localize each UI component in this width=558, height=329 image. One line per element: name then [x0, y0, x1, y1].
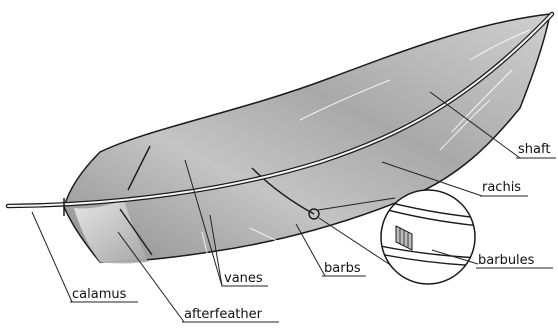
feather-vane-shape [64, 14, 550, 262]
label-barbs-text: barbs [324, 261, 361, 276]
label-calamus-text: calamus [72, 287, 127, 302]
label-vanes-text: vanes [224, 271, 263, 286]
label-rachis-text: rachis [482, 180, 521, 195]
label-barbules-text: barbules [478, 253, 535, 268]
label-afterfeather-text: afterfeather [184, 307, 263, 322]
barbules-inset [380, 190, 480, 284]
label-shaft-text: shaft [518, 142, 550, 157]
